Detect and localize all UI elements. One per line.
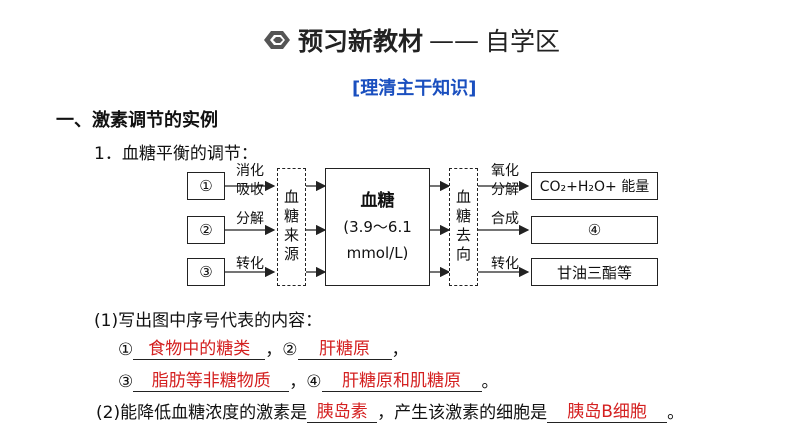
source-box: 血糖来源 bbox=[277, 168, 306, 286]
answer-2-label: ，② bbox=[265, 340, 298, 360]
answer-line-1: ① 食物中的糖类 ，② 肝糖原 ， bbox=[118, 334, 409, 360]
process-convert-left: 转化 bbox=[236, 256, 264, 272]
question-2-end: 。 bbox=[667, 403, 685, 423]
answer-4-label: ，④ bbox=[289, 372, 322, 392]
answer-3-label: ③ bbox=[118, 372, 134, 392]
box-2: ② bbox=[187, 216, 225, 244]
question-2: (2)能降低血糖浓度的激素是 胰岛素 ，产生该激素的细胞是 胰岛B细胞 。 bbox=[96, 397, 684, 423]
center-range: (3.9～6.1 bbox=[343, 218, 412, 236]
answer-1: 食物中的糖类 bbox=[133, 334, 266, 360]
answer-cell: 胰岛B细胞 bbox=[547, 397, 668, 423]
question-2-prefix: (2)能降低血糖浓度的激素是 bbox=[96, 403, 308, 423]
answer-line-1-end: ， bbox=[391, 340, 409, 360]
box-triglyceride: 甘油三酯等 bbox=[531, 258, 658, 286]
title-bold: 预习新教材 bbox=[298, 27, 424, 56]
process-synthesize: 合成 bbox=[491, 211, 519, 227]
process-digest: 消化 吸收 bbox=[236, 163, 264, 198]
center-title: 血糖 bbox=[360, 191, 395, 211]
title-dash: —— bbox=[429, 25, 480, 55]
center-unit: mmol/L) bbox=[346, 244, 409, 262]
process-decompose: 分解 bbox=[236, 211, 264, 227]
dest-box: 血糖去向 bbox=[449, 168, 478, 286]
answer-4: 肝糖原和肌糖原 bbox=[321, 366, 482, 392]
answer-3: 脂肪等非糖物质 bbox=[133, 366, 290, 392]
page-title: 预习新教材——自学区 bbox=[262, 22, 560, 58]
source-label: 血糖来源 bbox=[282, 189, 300, 265]
question-2-mid: ，产生该激素的细胞是 bbox=[377, 403, 548, 423]
box-1: ① bbox=[187, 172, 225, 200]
answer-hormone: 胰岛素 bbox=[307, 397, 378, 423]
dest-label: 血糖去向 bbox=[454, 189, 472, 265]
center-box: 血糖 (3.9～6.1 mmol/L) bbox=[325, 168, 430, 286]
answer-1-label: ① bbox=[118, 340, 134, 360]
box-energy: CO₂+H₂O+ 能量 bbox=[531, 172, 658, 200]
process-oxidize: 氧化 分解 bbox=[491, 163, 519, 198]
process-convert-right: 转化 bbox=[491, 256, 519, 272]
box-4: ④ bbox=[531, 216, 658, 244]
logo-icon bbox=[264, 31, 290, 49]
section-heading: 一、激素调节的实例 bbox=[56, 110, 218, 131]
answer-line-2-end: 。 bbox=[481, 372, 499, 392]
section-subheading: 1．血糖平衡的调节： bbox=[94, 144, 258, 164]
box-3: ③ bbox=[187, 258, 225, 286]
section-subtitle: [理清主干知识] bbox=[352, 78, 477, 99]
answer-2: 肝糖原 bbox=[297, 334, 392, 360]
question-1-prompt: (1)写出图中序号代表的内容： bbox=[94, 311, 323, 331]
answer-line-2: ③ 脂肪等非糖物质 ，④ 肝糖原和肌糖原 。 bbox=[118, 366, 499, 392]
title-rest: 自学区 bbox=[485, 27, 561, 56]
